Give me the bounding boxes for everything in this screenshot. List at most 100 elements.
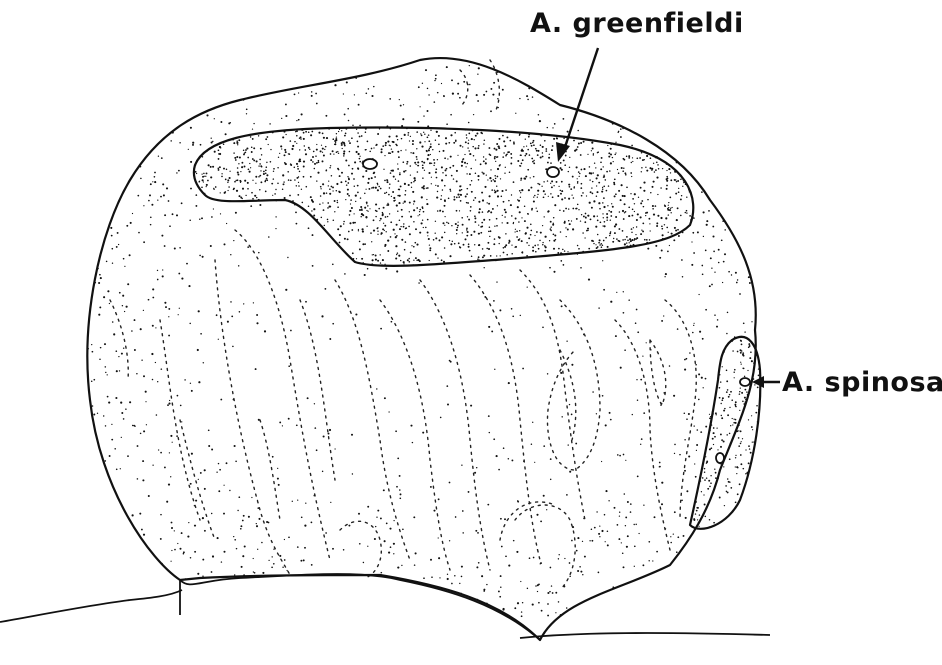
stipple-dot <box>757 136 759 138</box>
stipple-dot <box>686 348 687 349</box>
stipple-dot <box>720 433 722 435</box>
stipple-dot <box>575 443 577 445</box>
stipple-dot <box>126 306 128 308</box>
stipple-dot <box>258 59 259 60</box>
stipple-dot <box>715 472 717 474</box>
stipple-dot <box>568 220 569 221</box>
stipple-dot <box>259 175 261 177</box>
stipple-dot <box>323 50 324 51</box>
stipple-dot <box>424 170 425 171</box>
stipple-dot <box>430 559 432 561</box>
stipple-dot <box>576 208 578 210</box>
stipple-dot <box>542 326 544 328</box>
stipple-dot <box>705 426 707 428</box>
stipple-dot <box>664 224 665 225</box>
stipple-dot <box>477 100 479 102</box>
stipple-dot <box>241 162 243 164</box>
stipple-dot <box>685 212 687 214</box>
stipple-dot <box>391 170 393 172</box>
stipple-dot <box>655 251 657 253</box>
stipple-dot <box>751 115 753 117</box>
stipple-dot <box>673 395 675 397</box>
stipple-dot <box>81 346 83 348</box>
stipple-dot <box>429 244 430 245</box>
stipple-dot <box>383 169 384 170</box>
stipple-dot <box>745 416 747 418</box>
stipple-dot <box>364 120 365 121</box>
stipple-dot <box>298 182 299 183</box>
stipple-dot <box>237 171 239 173</box>
stipple-dot <box>360 216 361 217</box>
stipple-dot <box>647 264 649 266</box>
stipple-dot <box>399 228 401 230</box>
stipple-dot <box>199 236 201 238</box>
stipple-dot <box>211 449 213 451</box>
stipple-dot <box>548 125 549 126</box>
stipple-dot <box>543 196 545 198</box>
growth-contours <box>110 60 696 590</box>
stipple-dot <box>679 127 681 129</box>
stipple-dot <box>349 54 350 55</box>
stipple-dot <box>310 176 312 178</box>
stipple-dot <box>117 232 119 234</box>
stipple-dot <box>584 221 586 223</box>
stipple-dot <box>497 57 499 59</box>
stipple-dot <box>619 455 621 457</box>
stipple-dot <box>583 141 585 143</box>
stipple-dot <box>469 84 471 86</box>
stipple-dot <box>362 214 364 216</box>
stipple-dot <box>748 419 749 420</box>
stipple-dot <box>200 267 202 269</box>
stipple-dot <box>547 127 548 128</box>
stipple-dot <box>488 231 490 233</box>
stipple-dot <box>340 119 342 121</box>
stipple-dot <box>433 510 435 512</box>
stipple-dot <box>316 144 317 145</box>
stipple-dot <box>253 558 254 559</box>
stipple-dot <box>620 252 622 254</box>
stipple-dot <box>324 149 325 150</box>
stipple-dot <box>627 239 629 241</box>
stipple-dot <box>496 455 498 457</box>
stipple-dot <box>301 516 303 518</box>
stipple-dot <box>296 163 298 165</box>
stipple-dot <box>685 375 687 377</box>
stipple-dot <box>341 130 342 131</box>
stipple-dot <box>592 148 594 150</box>
stipple-dot <box>510 163 512 165</box>
stipple-dot <box>710 475 711 476</box>
stipple-dot <box>591 187 592 188</box>
stipple-dot <box>516 236 518 238</box>
stipple-dot <box>263 204 264 205</box>
stipple-dot <box>386 192 387 193</box>
stipple-dot <box>698 385 699 386</box>
stipple-dot <box>384 192 386 194</box>
stipple-dot <box>573 187 575 189</box>
stipple-dot <box>555 592 557 594</box>
stipple-dot <box>243 216 244 217</box>
stipple-dot <box>759 61 761 63</box>
stipple-dot <box>510 153 512 155</box>
stipple-dot <box>242 555 244 557</box>
stipple-dot <box>668 232 669 233</box>
stipple-dot <box>698 457 700 459</box>
stipple-dot <box>253 616 254 617</box>
stipple-dot <box>605 490 607 492</box>
stipple-dot <box>634 58 636 60</box>
stipple-dot <box>741 363 742 364</box>
stipple-dot <box>421 222 423 224</box>
stipple-dot <box>261 92 263 94</box>
stipple-dot <box>542 156 544 158</box>
stipple-dot <box>709 414 710 415</box>
stipple-dot <box>395 269 397 271</box>
stipple-dot <box>641 438 643 440</box>
stipple-dot <box>377 183 379 185</box>
stipple-dot <box>468 246 470 248</box>
stipple-dot <box>589 540 590 541</box>
stipple-dot <box>405 227 407 229</box>
stipple-dot <box>159 610 161 612</box>
stipple-dot <box>634 143 636 145</box>
stipple-dot <box>731 274 732 275</box>
stipple-dot <box>584 237 585 238</box>
stipple-dot <box>577 178 578 179</box>
